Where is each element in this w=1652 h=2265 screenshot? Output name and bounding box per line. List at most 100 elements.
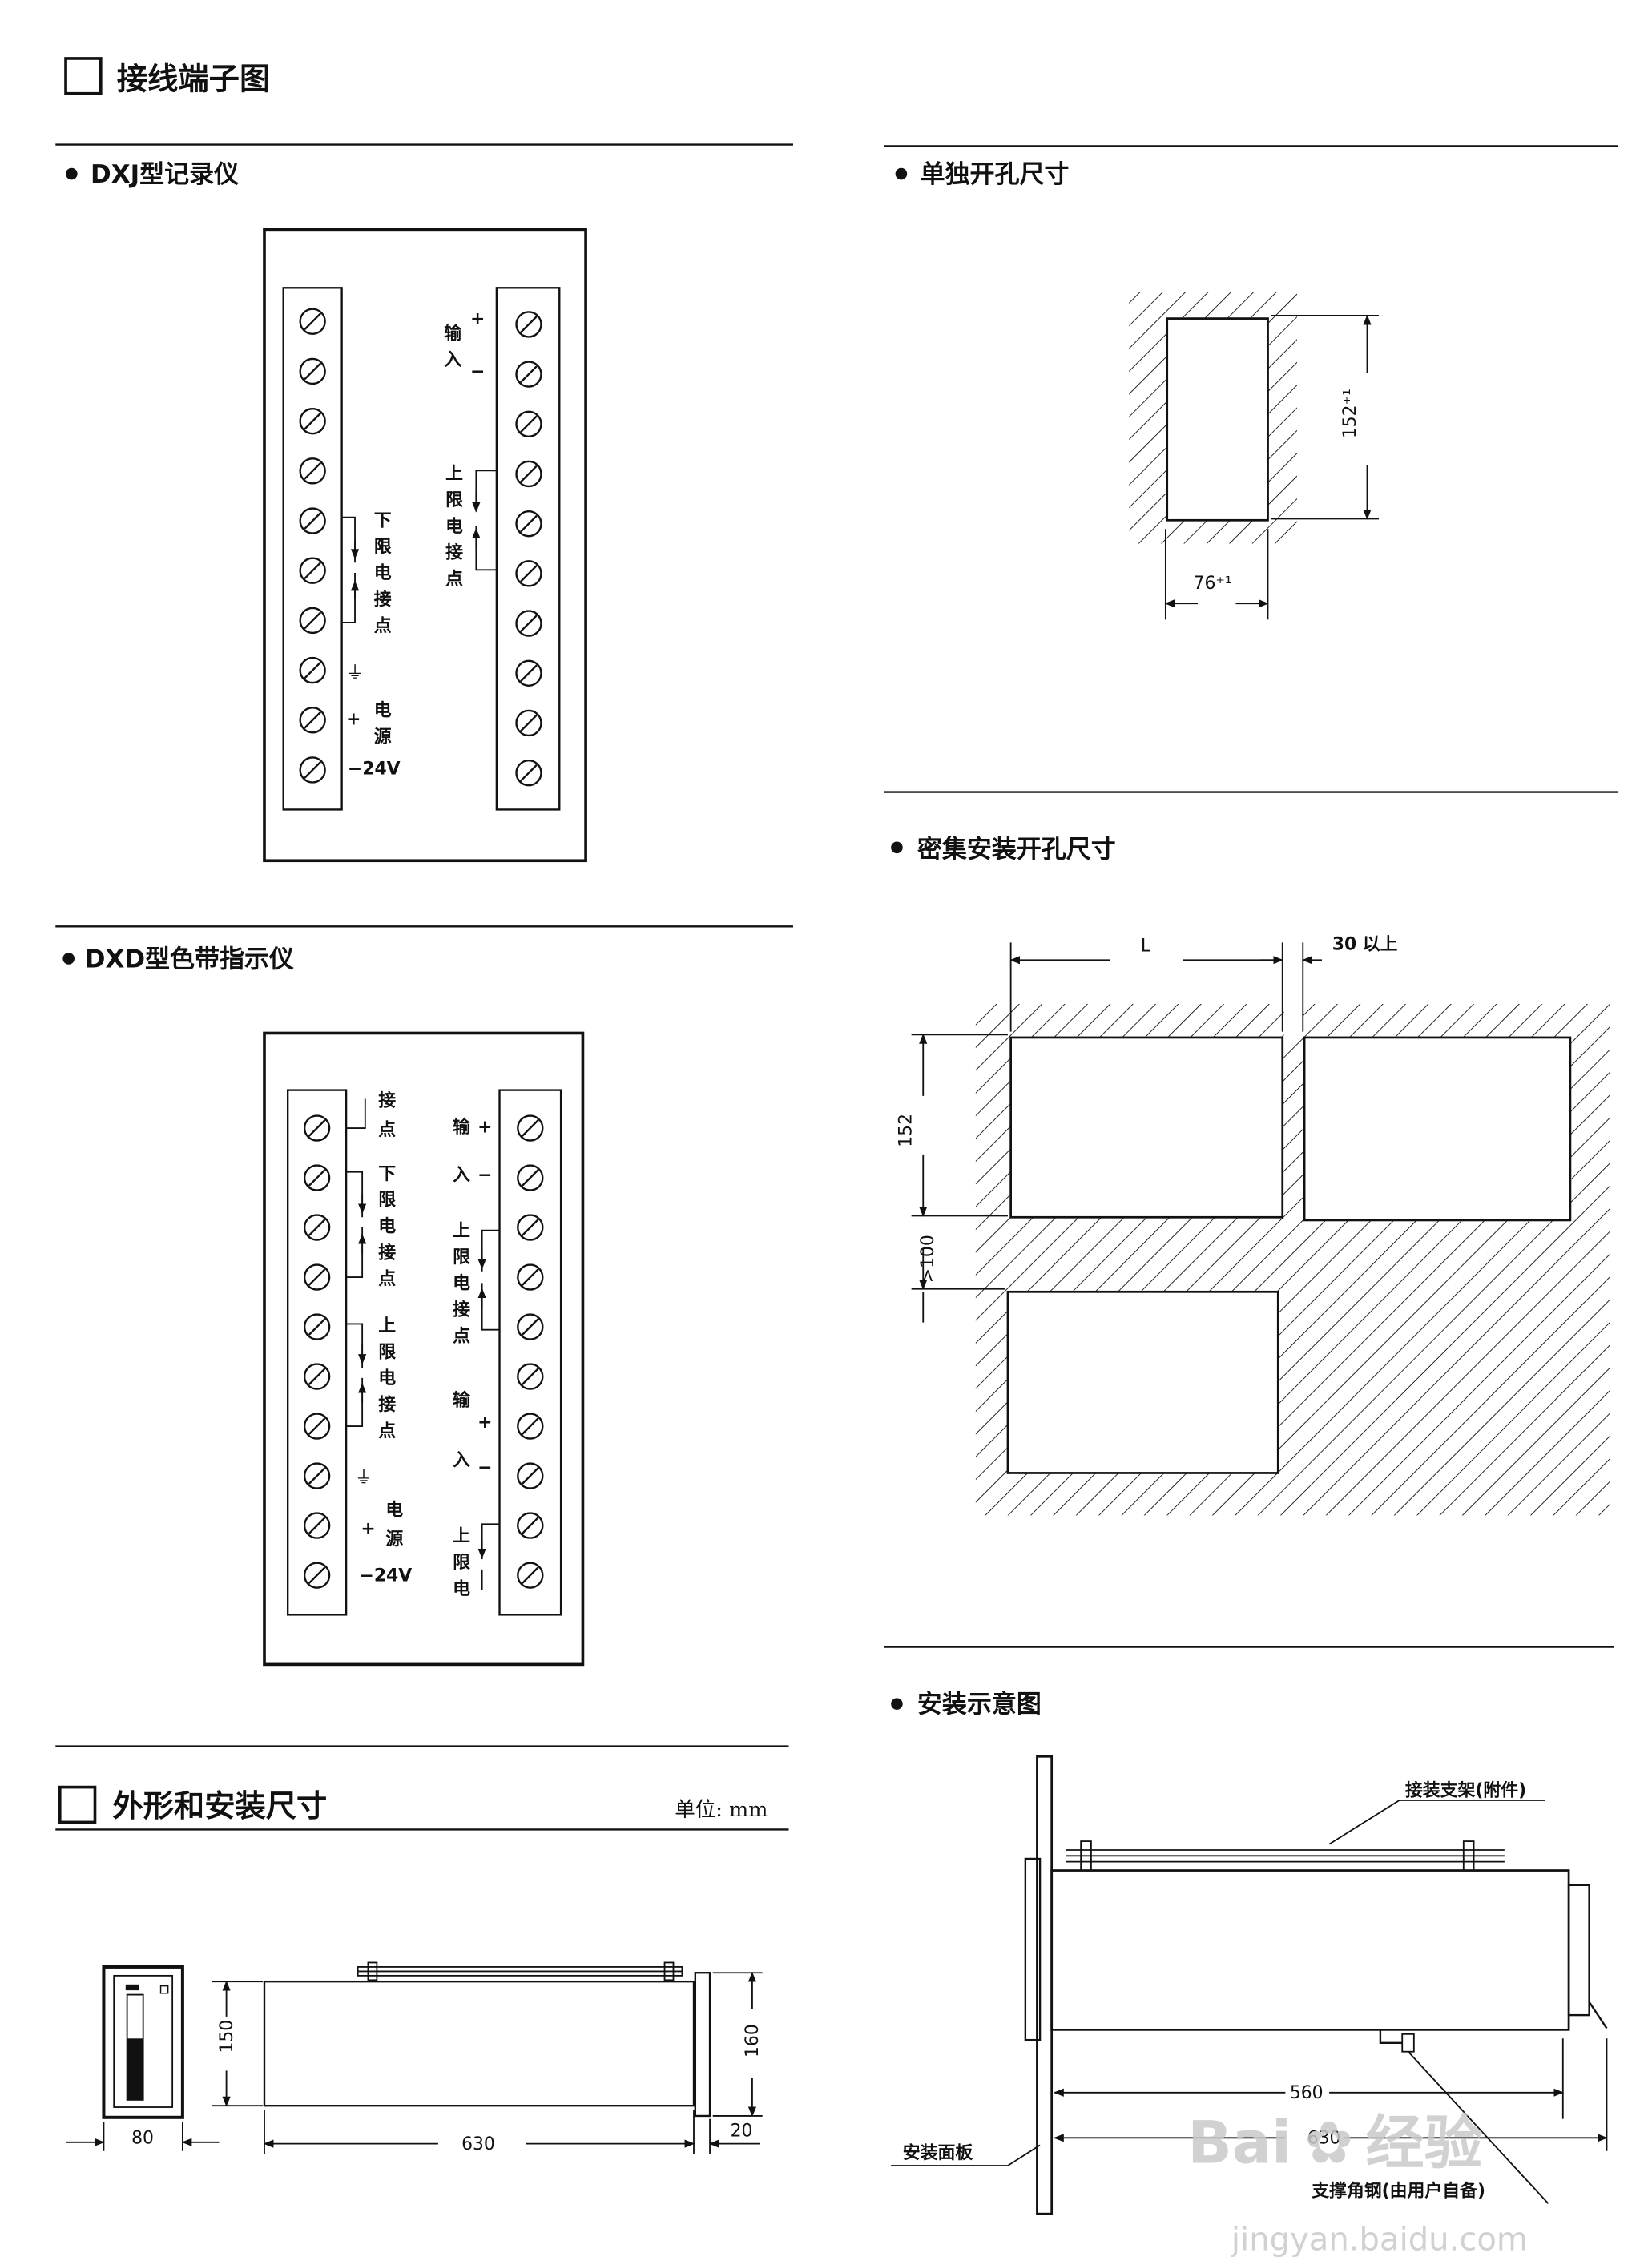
dim-panel-height: 160 xyxy=(743,2024,763,2057)
dxd-input2-minus: − xyxy=(477,1457,492,1477)
dxd-input1-minus: − xyxy=(477,1166,492,1186)
dim-dense-gap: 30 以上 xyxy=(1332,935,1398,955)
dxd-lower-limit-label-2: 电 xyxy=(378,1217,396,1237)
unit-label: 单位: mm xyxy=(675,1798,768,1822)
terminal-screw-icon xyxy=(515,311,542,338)
bullet-icon xyxy=(62,953,75,965)
dxd-lower-limit-label-0: 下 xyxy=(378,1164,396,1184)
dxd-upper-limit-label-2: 电 xyxy=(378,1368,396,1388)
bracket-label: 接装支架(附件) xyxy=(1405,1780,1526,1801)
terminal-screw-icon xyxy=(299,357,326,385)
dxj-left-terminals xyxy=(299,308,326,784)
section-checkbox xyxy=(58,1785,97,1824)
dxd-input1-label-0: 输 xyxy=(453,1116,471,1137)
terminal-screw-icon xyxy=(299,407,326,435)
dxj-terminal-diagram: 下 限 电 接 点 ⏚ + 电 源 −24V 输 入 + − 上 限 电 接 点 xyxy=(263,228,587,863)
dxd-upper-limit1-label-2: 电 xyxy=(453,1274,470,1294)
terminal-screw-icon xyxy=(517,1462,544,1489)
terminal-screw-icon xyxy=(517,1562,544,1589)
terminal-screw-icon xyxy=(517,1512,544,1539)
terminal-screw-icon xyxy=(517,1363,544,1390)
terminal-screw-icon xyxy=(517,1413,544,1440)
terminal-screw-icon xyxy=(303,1263,331,1291)
dim-dense-spacing: >100 xyxy=(918,1235,938,1283)
watermark-url: jingyan.baidu.com xyxy=(1231,2222,1528,2259)
dxj-power-label-0: 电 xyxy=(374,701,392,721)
terminal-screw-icon xyxy=(299,607,326,635)
terminal-screw-icon xyxy=(299,457,326,485)
dxd-input2-label-0: 输 xyxy=(453,1390,471,1411)
terminal-screw-icon xyxy=(515,709,542,737)
terminal-screw-icon xyxy=(299,756,326,784)
dxj-lower-limit-label-1: 限 xyxy=(374,537,392,557)
dense-cutout-diagram: L 30 以上 152 >100 xyxy=(897,935,1610,1516)
outline-front-view: 80 xyxy=(66,1965,220,2151)
dxd-input2-plus: + xyxy=(477,1413,492,1433)
bullet-icon xyxy=(891,1698,903,1710)
dxj-lower-limit-label-4: 点 xyxy=(374,615,392,636)
dim-single-height: 152⁺¹ xyxy=(1340,389,1360,438)
dense-cutout-title: 密集安装开孔尺寸 xyxy=(917,836,1116,864)
dxd-upper-limit1-label-0: 上 xyxy=(453,1221,470,1241)
dim-front-width: 80 xyxy=(131,2129,154,2149)
section-checkbox xyxy=(64,57,103,95)
terminal-screw-icon xyxy=(303,1562,331,1589)
dxd-input1-plus: + xyxy=(477,1117,492,1137)
dxd-upper-limit2-label-1: 限 xyxy=(453,1553,470,1573)
dxj-plus-label: + xyxy=(346,710,361,730)
terminal-screw-icon xyxy=(515,759,542,787)
watermark-brand: Bai xyxy=(1187,2109,1291,2177)
terminal-screw-icon xyxy=(517,1263,544,1291)
dxd-upper-limit2-label-0: 上 xyxy=(453,1526,470,1546)
dim-dense-length: L xyxy=(1141,936,1151,956)
dxd-upper-limit-label-1: 限 xyxy=(378,1342,396,1362)
terminal-screw-icon xyxy=(515,610,542,637)
dxj-input-label-0: 输 xyxy=(444,323,462,344)
install-diagram: 接装支架(附件) 支撑角钢(由用户自备) 安装面板 560 630 xyxy=(891,1755,1608,2215)
dxj-ground-icon: ⏚ xyxy=(346,663,364,683)
dxd-upper-limit1-label-1: 限 xyxy=(453,1247,470,1268)
dxj-lower-limit-label-3: 接 xyxy=(374,590,392,610)
bullet-icon xyxy=(891,841,903,854)
dxd-upper-limit-label-3: 接 xyxy=(378,1395,396,1415)
dxd-contact-label-1: 点 xyxy=(378,1119,396,1140)
watermark-brand-cn: 经验 xyxy=(1366,2109,1483,2177)
terminal-screw-icon xyxy=(515,659,542,687)
dxd-lower-limit-label-3: 接 xyxy=(378,1243,396,1263)
dxd-voltage-label: −24V xyxy=(359,1566,412,1586)
dim-single-width: 76⁺¹ xyxy=(1194,574,1232,594)
dxd-upper-limit1-label-3: 接 xyxy=(453,1300,470,1320)
dim-560: 560 xyxy=(1290,2083,1324,2103)
dxd-power-label-1: 源 xyxy=(385,1529,403,1550)
terminal-screw-icon xyxy=(303,1164,331,1191)
bullet-icon xyxy=(895,167,908,180)
dxd-upper-limit-label-0: 上 xyxy=(378,1316,396,1336)
dxd-input2-label-1: 入 xyxy=(453,1450,470,1470)
dim-dense-height: 152 xyxy=(897,1114,917,1147)
dxd-plus-label: + xyxy=(361,1519,375,1539)
terminal-screw-icon xyxy=(303,1512,331,1539)
terminal-screw-icon xyxy=(299,707,326,734)
bullet-icon xyxy=(66,167,78,180)
dxd-lower-limit-label-4: 点 xyxy=(378,1268,396,1289)
terminal-screw-icon xyxy=(517,1164,544,1191)
terminal-screw-icon xyxy=(299,507,326,534)
dxd-lower-limit-label-1: 限 xyxy=(378,1191,396,1211)
dxj-voltage-label: −24V xyxy=(348,760,401,780)
dxd-upper-limit2-label-2: 电 xyxy=(453,1579,470,1599)
terminal-screw-icon xyxy=(517,1313,544,1340)
dxj-title: DXJ型记录仪 xyxy=(91,160,239,189)
watermark-paw-icon: ✿ xyxy=(1304,2109,1353,2177)
dxd-terminal-diagram: 接 点 下 限 电 接 点 上 限 电 接 点 ⏚ + 电 源 −24V 输 入… xyxy=(263,1031,585,1667)
dxj-upper-limit-label-0: 上 xyxy=(445,464,463,484)
dxd-left-terminals xyxy=(303,1114,331,1589)
dxj-power-label-1: 源 xyxy=(374,727,392,748)
terminal-screw-icon xyxy=(517,1214,544,1241)
dxj-input-plus: + xyxy=(470,309,485,329)
terminal-screw-icon xyxy=(517,1114,544,1142)
dxd-contact-label-0: 接 xyxy=(378,1091,396,1111)
dim-630: 630 xyxy=(1307,2129,1341,2149)
dxj-upper-limit-label-1: 限 xyxy=(445,490,463,510)
terminal-screw-icon xyxy=(515,560,542,587)
